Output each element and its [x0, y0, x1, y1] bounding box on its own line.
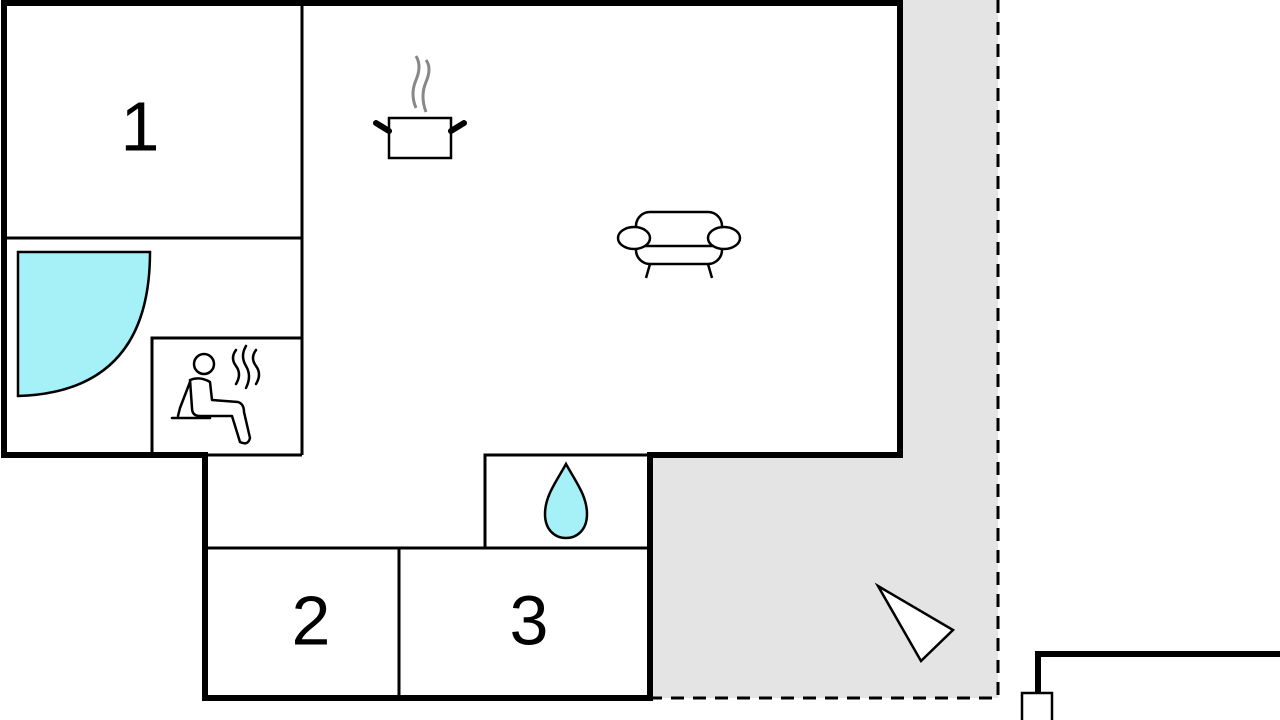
cooking-pot-icon: [373, 55, 467, 160]
water-drop-icon: [543, 461, 589, 540]
shower-icon: [16, 250, 152, 398]
room-label-1: 1: [121, 87, 160, 165]
interior-walls: [4, 3, 650, 698]
terrace-area: [650, 0, 998, 698]
room-label-3: 3: [510, 581, 549, 659]
neighbor-building: [1020, 651, 1280, 720]
north-arrow-icon: [874, 582, 956, 664]
outer-walls: [1, 0, 903, 701]
room-label-2: 2: [292, 581, 331, 659]
sofa-icon: [616, 210, 742, 279]
sauna-icon: [170, 344, 261, 445]
terrace-boundary: [650, 0, 1000, 700]
